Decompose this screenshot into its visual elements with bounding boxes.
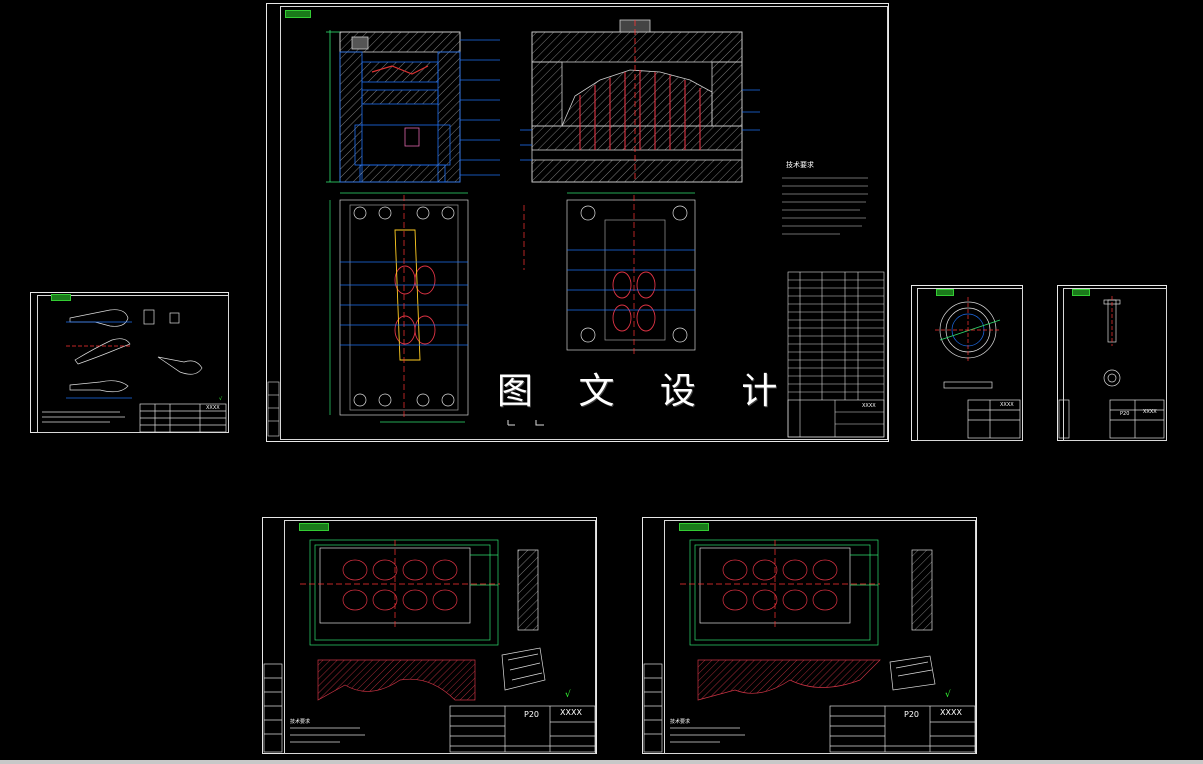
left-section-view: [326, 30, 500, 183]
plate-left-part-code: P20: [524, 710, 540, 719]
main-assembly-sheet[interactable]: [266, 3, 889, 442]
pin-part-code: P20: [1120, 411, 1130, 417]
tech-requirement-lines: [782, 177, 868, 235]
product-sheet-tag: [51, 294, 71, 301]
ring-views: [935, 297, 1021, 439]
product-sheet-inner-frame: [37, 295, 229, 433]
left-plan-view: [329, 192, 469, 423]
main-title-mark: XXXX: [862, 403, 876, 409]
ring-sheet-inner-frame: [917, 288, 1023, 441]
ring-part-sheet[interactable]: [911, 285, 1023, 441]
product-title-mark: XXXX: [206, 405, 220, 411]
plate-right-title-mark: XXXX: [940, 708, 962, 717]
pin-views: [1058, 296, 1165, 439]
pin-sheet-tag: [1072, 289, 1090, 296]
product-drawing-sheet[interactable]: [30, 292, 229, 433]
plate-right-roughness-mark: √: [945, 690, 951, 700]
cavity-plate-sheet-left[interactable]: [262, 517, 597, 754]
core-plate-sheet-right[interactable]: [642, 517, 977, 754]
plate-left-title-mark: XXXX: [560, 708, 582, 717]
plate-right-heading: 技术要求: [670, 719, 691, 725]
right-plan-view: [523, 192, 696, 355]
watermark-text: 图 文 设 计: [497, 371, 795, 412]
pin-title-mark: XXXX: [1143, 409, 1157, 415]
plate-right-tag: [679, 523, 709, 531]
right-section-view: [520, 19, 760, 183]
pin-sheet-inner-frame: [1063, 288, 1167, 441]
plate-right-part-code: P20: [904, 710, 920, 719]
main-small-marks: [507, 420, 544, 426]
plate-right-inner-frame: [664, 520, 976, 754]
product-roughness-mark: √: [219, 396, 223, 402]
plate-left-views: [263, 539, 596, 753]
pin-part-sheet[interactable]: [1057, 285, 1167, 441]
product-views: [42, 309, 227, 433]
plate-right-views: [643, 539, 976, 753]
plate-left-heading: 技术要求: [290, 719, 311, 725]
main-tech-heading: 技术要求: [786, 161, 814, 169]
main-left-sidebar: [267, 381, 280, 437]
plate-left-tag: [299, 523, 329, 531]
main-sheet-inner-frame: [280, 6, 888, 440]
main-parts-list: [787, 271, 885, 438]
plate-left-roughness-mark: √: [565, 690, 571, 700]
ring-sheet-tag: [936, 289, 954, 296]
bottom-status-strip: [0, 760, 1203, 764]
plate-left-inner-frame: [284, 520, 596, 754]
main-sheet-tag: [285, 10, 311, 18]
ring-title-mark: XXXX: [1000, 402, 1014, 408]
